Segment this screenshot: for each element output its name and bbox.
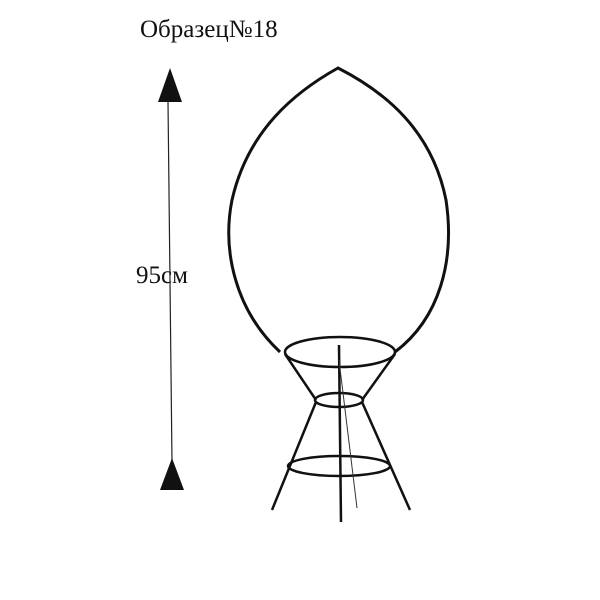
- arrow-up-icon: [158, 68, 182, 102]
- upper-right-rod: [360, 353, 397, 401]
- height-dimension-line: [158, 68, 184, 490]
- right-leg: [360, 401, 412, 511]
- sample-title: Образец№18: [140, 16, 278, 43]
- center-leg: [337, 344, 343, 523]
- teardrop-frame: [227, 66, 450, 354]
- lower-ring: [286, 454, 392, 478]
- arrow-down-icon: [160, 458, 184, 490]
- dimension-line: [167, 101, 173, 463]
- height-dimension-label: 95см: [136, 262, 188, 289]
- thin-center-rod: [338, 359, 358, 509]
- upper-left-rod: [283, 353, 318, 401]
- left-leg: [270, 401, 318, 511]
